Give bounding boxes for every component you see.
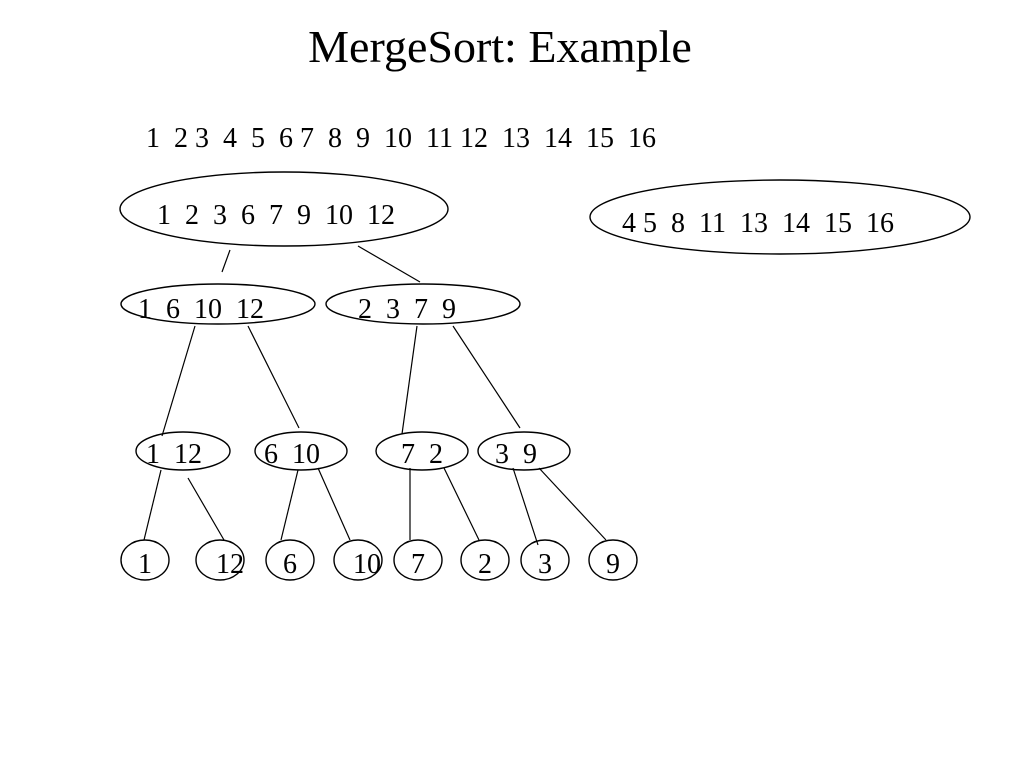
right-merged-node <box>589 179 971 255</box>
edge-a-to-3b <box>247 325 300 429</box>
leaf-label-5: 7 <box>411 549 425 580</box>
edge-3a-to-leaf1 <box>143 469 162 541</box>
edge-left-merged-to-b <box>357 245 421 283</box>
level2-node-b <box>325 283 521 325</box>
leaf-node-4 <box>333 539 383 581</box>
leaf-node-3 <box>265 539 315 581</box>
leaf-node-7 <box>520 539 570 581</box>
right-merged-label: 4 5 8 11 13 14 15 16 <box>622 208 894 239</box>
left-merged-label: 1 2 3 6 7 9 10 12 <box>157 200 395 231</box>
edge-b-to-3d <box>452 325 521 429</box>
page-title: MergeSort: Example <box>308 21 692 72</box>
sorted-array-row: 1 2 3 4 5 6 7 8 9 10 11 12 13 14 15 16 <box>146 123 656 154</box>
leaf-node-6 <box>460 539 510 581</box>
level2-label-b: 2 3 7 9 <box>358 294 456 325</box>
level3-label-c: 7 2 <box>401 439 443 470</box>
leaf-node-2 <box>195 539 245 581</box>
left-merged-node <box>119 171 449 247</box>
leaf-node-5 <box>393 539 443 581</box>
edge-3b-to-leaf3 <box>280 469 299 541</box>
leaf-label-1: 1 <box>138 549 152 580</box>
level2-node-a <box>120 283 316 325</box>
edge-left-merged-to-a <box>221 249 231 273</box>
leaf-label-7: 3 <box>538 549 552 580</box>
leaf-label-6: 2 <box>478 549 492 580</box>
level3-node-a <box>135 431 231 471</box>
edge-b-to-3c <box>401 325 418 435</box>
leaf-label-2: 12 <box>216 549 244 580</box>
level2-label-a: 1 6 10 12 <box>138 294 264 325</box>
leaf-node-8 <box>588 539 638 581</box>
edge-3d-to-leaf8 <box>538 467 607 541</box>
leaf-label-8: 9 <box>606 549 620 580</box>
edge-a-to-3a <box>161 325 196 437</box>
leaf-node-1 <box>120 539 170 581</box>
edge-3a-to-leaf2 <box>187 477 225 541</box>
edge-3b-to-leaf4 <box>317 467 351 541</box>
edge-3d-to-leaf7 <box>512 467 539 546</box>
level3-label-b: 6 10 <box>264 439 320 470</box>
level3-label-d: 3 9 <box>495 439 537 470</box>
level3-label-a: 1 12 <box>146 439 202 470</box>
level3-node-d <box>477 431 571 471</box>
leaf-label-3: 6 <box>283 549 297 580</box>
edge-3c-to-leaf6 <box>443 467 480 541</box>
leaf-label-4: 10 <box>353 549 381 580</box>
level3-node-b <box>254 431 348 471</box>
level3-node-c <box>375 431 469 471</box>
